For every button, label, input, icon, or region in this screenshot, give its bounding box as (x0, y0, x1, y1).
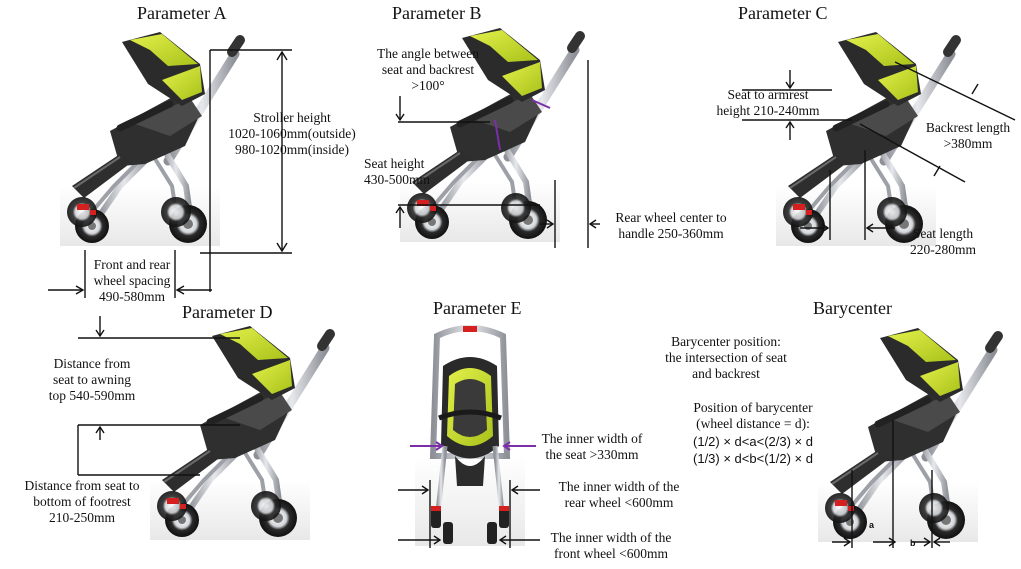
stroller-image-e (415, 326, 525, 546)
wheel-spacing-line2: wheel spacing (93, 272, 171, 288)
barycenter-formula-line2: (wheel distance = d): (696, 415, 810, 431)
stroller-height-line3: 980-1020mm(inside) (235, 141, 349, 157)
stroller-height-label: Stroller height 1020-1060mm(outside) 980… (222, 110, 362, 158)
backrest-length-label: Backrest length >380mm (916, 120, 1020, 152)
seat-armrest-label: Seat to armrest height 210-240mm (712, 87, 824, 119)
wheel-spacing-label: Front and rear wheel spacing 490-580mm (72, 257, 192, 305)
front-wheel-width-label: The inner width of the front wheel <600m… (536, 530, 686, 562)
title-parameter-c: Parameter C (738, 3, 828, 23)
backrest-length-line2: >380mm (943, 135, 993, 151)
seat-length-line1: Seat length (912, 226, 974, 241)
seat-armrest-line1: Seat to armrest (727, 87, 809, 102)
barycenter-position-label: Barycenter position: the intersection of… (646, 334, 806, 382)
dimension-lines-a (48, 49, 292, 298)
seat-length-line2: 220-280mm (910, 241, 976, 257)
seat-to-awning-label: Distance from seat to awning top 540-590… (36, 356, 148, 404)
barycenter-formula-b: (1/3) × d<b<(1/2) × d (693, 450, 813, 466)
rear-wheel-handle-line1: Rear wheel center to (615, 210, 727, 225)
rear-wheel-width-label: The inner width of the rear wheel <600mm (544, 479, 694, 511)
seat-armrest-line2: height 210-240mm (716, 102, 820, 118)
title-barycenter: Barycenter (813, 298, 892, 318)
seat-height-label: Seat height 430-500mm (364, 156, 430, 188)
barycenter-formula-heading: Position of barycenter (wheel distance =… (682, 400, 824, 432)
angle-marker-b (494, 99, 551, 151)
seat-to-awning-line1: Distance from (53, 356, 131, 371)
seat-height-line1: Seat height (364, 156, 425, 171)
barycenter-position-line3: and backrest (692, 365, 760, 381)
seat-to-footrest-line1: Distance from seat to (24, 478, 140, 493)
title-parameter-b: Parameter B (392, 3, 482, 23)
angle-line2: seat and backrest (381, 61, 475, 77)
seat-height-line2: 430-500mm (364, 171, 430, 187)
stroller-height-line2: 1020-1060mm(outside) (228, 125, 356, 141)
seat-to-awning-line2: seat to awning (53, 371, 131, 387)
rear-wheel-width-line2: rear wheel <600mm (564, 494, 674, 510)
rear-wheel-handle-label: Rear wheel center to handle 250-360mm (602, 210, 740, 242)
seat-to-footrest-label: Distance from seat to bottom of footrest… (2, 478, 162, 526)
seat-length-label: Seat length 220-280mm (898, 226, 988, 258)
seat-inner-width-label: The inner width of the seat >330mm (530, 431, 654, 463)
stroller-image-barycenter (818, 328, 998, 542)
seat-backrest-angle-label: The angle between seat and backrest >100… (366, 46, 490, 94)
barycenter-position-line1: Barycenter position: (671, 334, 781, 349)
barycenter-formula-line1: Position of barycenter (693, 400, 813, 415)
angle-line1: The angle between (377, 46, 479, 61)
angle-line3: >100° (411, 77, 445, 93)
dimension-lines-e (398, 441, 540, 548)
barycenter-formula: (1/2) × d<a<(2/3) × d (1/3) × d<b<(1/2) … (682, 434, 824, 468)
rear-wheel-handle-line2: handle 250-360mm (618, 225, 724, 241)
dimension-lines-d (77, 316, 240, 476)
front-wheel-width-line1: The inner width of the (550, 530, 672, 545)
front-wheel-width-line2: front wheel <600mm (553, 545, 669, 561)
seat-to-awning-line3: top 540-590mm (48, 387, 136, 403)
dimension-a-label: a (869, 520, 875, 530)
seat-to-footrest-line3: 210-250mm (49, 509, 115, 525)
stroller-height-line1: Stroller height (253, 110, 331, 125)
stroller-image-a (60, 32, 240, 246)
dimension-lines-c (742, 61, 1016, 240)
wheel-spacing-line3: 490-580mm (99, 288, 165, 304)
title-parameter-e: Parameter E (433, 298, 522, 318)
stroller-image-d (150, 326, 330, 540)
seat-to-footrest-line2: bottom of footrest (33, 493, 131, 509)
dimension-b-label: b (910, 538, 916, 548)
backrest-length-line1: Backrest length (925, 120, 1011, 135)
barycenter-formula-a: (1/2) × d<a<(2/3) × d (693, 434, 813, 449)
barycenter-position-line2: the intersection of seat (665, 349, 787, 365)
dimension-lines-b (395, 60, 600, 248)
rear-wheel-width-line1: The inner width of the (558, 479, 680, 494)
seat-inner-width-line2: the seat >330mm (545, 446, 639, 462)
seat-inner-width-line1: The inner width of (541, 431, 643, 446)
title-parameter-a: Parameter A (137, 3, 227, 23)
title-parameter-d: Parameter D (182, 302, 273, 322)
wheel-spacing-line1: Front and rear (93, 257, 171, 272)
dimension-lines-barycenter (832, 420, 950, 548)
